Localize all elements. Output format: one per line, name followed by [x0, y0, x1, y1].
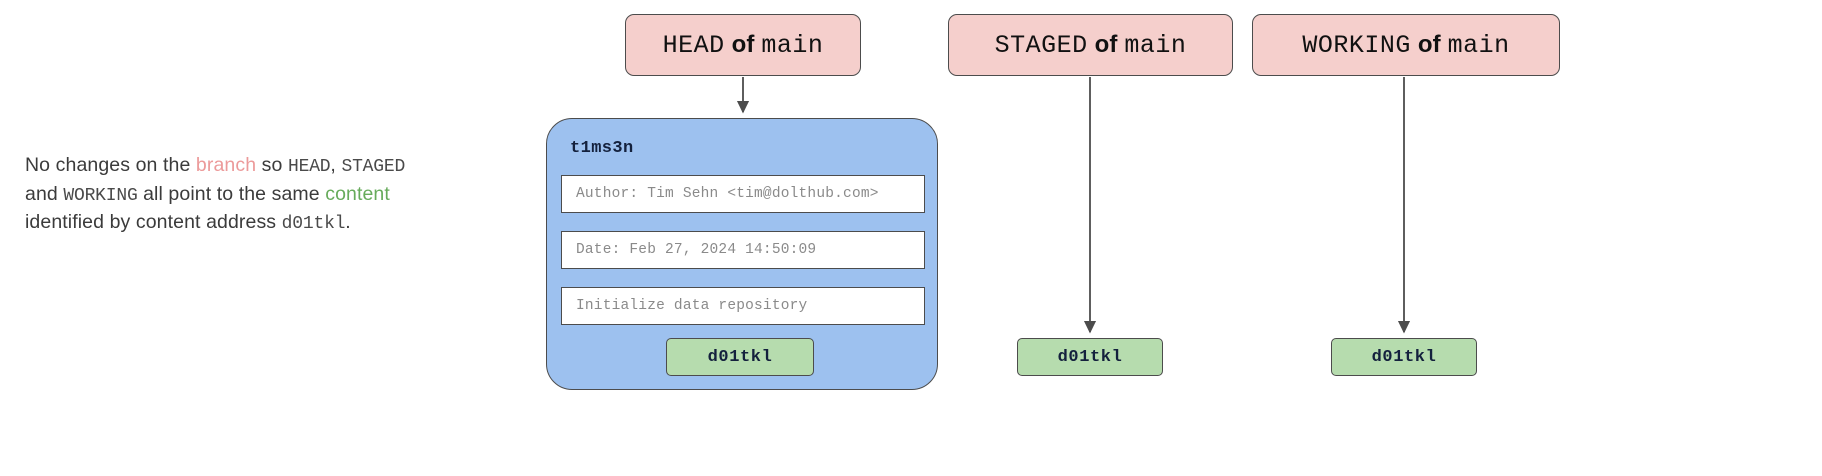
desc-text-comma: ,	[330, 154, 342, 176]
commit-author-field: Author: Tim Sehn <tim@dolthub.com>	[561, 175, 925, 213]
ref-staged-of: of	[1094, 31, 1118, 58]
ref-head-name: HEAD	[662, 30, 725, 60]
desc-text-4: all point to the same	[137, 182, 326, 205]
ref-box-working[interactable]: WORKING of main	[1252, 14, 1560, 76]
commit-date-field: Date: Feb 27, 2024 14:50:09	[561, 231, 925, 269]
desc-ref-staged: STAGED	[341, 157, 406, 177]
desc-text-3: and	[25, 182, 64, 205]
desc-ref-head: HEAD	[288, 157, 331, 177]
ref-head-of: of	[731, 31, 755, 58]
ref-staged-name: STAGED	[994, 30, 1088, 60]
ref-head-branch: main	[761, 30, 824, 60]
ref-working-name: WORKING	[1302, 30, 1411, 60]
description-paragraph: No changes on the branch so HEAD, STAGED…	[25, 152, 505, 238]
desc-keyword-branch: branch	[195, 154, 257, 176]
commit-hash-label: t1ms3n	[570, 139, 634, 158]
content-badge-head[interactable]: d01tkl	[666, 338, 814, 376]
ref-staged-branch: main	[1124, 30, 1187, 60]
ref-working-of: of	[1417, 31, 1441, 58]
desc-text-period: .	[345, 211, 351, 233]
content-badge-staged[interactable]: d01tkl	[1017, 338, 1163, 376]
commit-card[interactable]: t1ms3n Author: Tim Sehn <tim@dolthub.com…	[546, 118, 938, 390]
ref-box-staged[interactable]: STAGED of main	[948, 14, 1233, 76]
content-badge-working[interactable]: d01tkl	[1331, 338, 1477, 376]
commit-message-field: Initialize data repository	[561, 287, 925, 325]
ref-working-branch: main	[1447, 30, 1510, 60]
desc-text-1: No changes on the	[25, 154, 196, 176]
desc-ref-working: WORKING	[63, 185, 138, 206]
desc-keyword-content: content	[325, 182, 390, 205]
desc-text-5: identified by content address	[25, 211, 282, 233]
desc-content-address: d01tkl	[281, 214, 346, 234]
ref-box-head[interactable]: HEAD of main	[625, 14, 861, 76]
desc-text-2: so	[256, 154, 288, 176]
